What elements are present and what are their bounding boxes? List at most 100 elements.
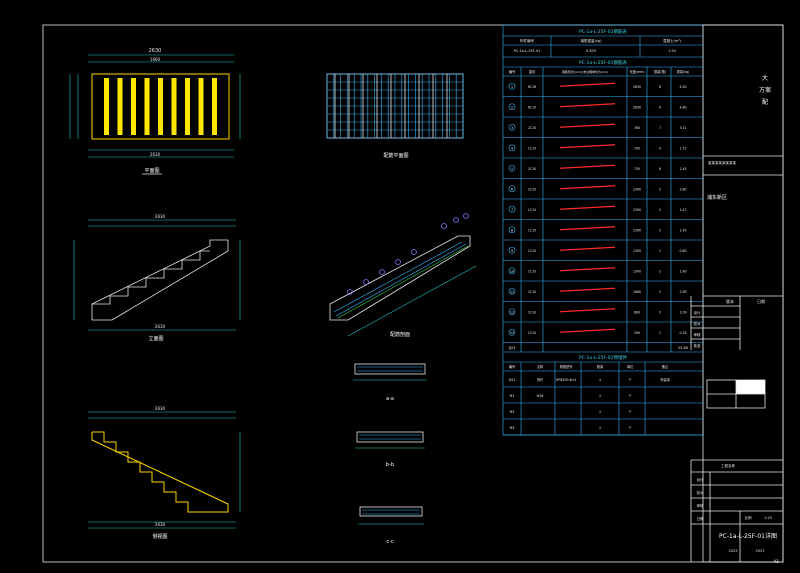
sig-row-label: 日期 bbox=[697, 516, 705, 521]
rebar-plan-view: 配筋平面图 bbox=[326, 73, 464, 159]
parts-cell: 个 bbox=[628, 410, 632, 414]
rebar-shape bbox=[559, 308, 616, 313]
section-a-title: a-a bbox=[386, 396, 394, 402]
schedule-row-bubble bbox=[508, 205, 516, 213]
rev-header-version: 版本 bbox=[726, 298, 734, 304]
schedule-h2-1: 直径 bbox=[529, 69, 536, 74]
schedule-r1-1: 0.629 bbox=[586, 49, 596, 53]
rebar-callout-bubble bbox=[395, 259, 401, 265]
section-c: c-c bbox=[358, 506, 424, 545]
schedule-cell-wt: 1.47 bbox=[679, 208, 686, 212]
plan-tread-bar bbox=[171, 78, 177, 135]
company-name-a: 大 bbox=[762, 74, 768, 82]
schedule-h2-4: 数量(根) bbox=[654, 69, 666, 74]
schedule-header-2: 编号 直径 钢筋形状(mm)(未注明单位为mm) 长度(mm) 数量(根) 重量… bbox=[509, 69, 690, 74]
schedule-cell-wt: 2.45 bbox=[679, 167, 686, 171]
schedule-h2-2: 钢筋形状(mm)(未注明单位为mm) bbox=[562, 69, 608, 74]
schedule-total-row: 合计 25.86 bbox=[509, 345, 689, 350]
schedule-cell-no: 11 bbox=[510, 290, 514, 294]
schedule-total-value: 25.86 bbox=[678, 346, 688, 350]
rev-header-date: 日期 bbox=[757, 298, 765, 304]
schedule-cell-wt: 4.80 bbox=[679, 105, 686, 109]
parts-header-cell: 规格型号 bbox=[560, 364, 573, 369]
schedule-row-bubble bbox=[508, 164, 516, 172]
company-name-b: 方案 bbox=[759, 86, 771, 94]
schedule-cell-wt: 1.60 bbox=[679, 269, 686, 273]
rebar-shape bbox=[559, 185, 616, 190]
rev-row-label: 校对 bbox=[694, 321, 702, 326]
schedule-cell-len: 1300 bbox=[633, 269, 641, 273]
schedule-cell-wt: 2.80 bbox=[679, 187, 686, 191]
elevation-title: 立面图 bbox=[148, 335, 163, 342]
sheet-border bbox=[42, 24, 784, 563]
schedule-cell-d: 2C10 bbox=[528, 167, 536, 171]
scale-value: 1:25 bbox=[764, 516, 772, 520]
plan-tread-bar bbox=[117, 78, 123, 135]
rebar-callout-bubble bbox=[441, 223, 447, 229]
parts-cell: DS1 bbox=[509, 378, 516, 382]
rebar-shape bbox=[559, 287, 616, 292]
schedule-cell-d: 2C10 bbox=[528, 126, 536, 130]
plan-tread-bar bbox=[198, 78, 204, 135]
schedule-cell-qty: 4 bbox=[659, 146, 661, 150]
plan-tread-bar bbox=[104, 78, 109, 135]
rebar-elev-callouts bbox=[347, 213, 469, 295]
rebar-shape bbox=[559, 123, 616, 128]
rebar-callout-bubble bbox=[379, 269, 385, 275]
plan-yellow-bars bbox=[104, 78, 217, 135]
schedule-r1-2: 1.54 bbox=[668, 49, 677, 53]
rebar-callout-bubble bbox=[363, 279, 369, 285]
schedule-cell-qty: 2 bbox=[659, 269, 661, 273]
project-note: 某某某某某某某某 bbox=[708, 160, 736, 165]
section-b-title: b-b bbox=[386, 462, 394, 468]
parts-cell: 个 bbox=[628, 394, 632, 398]
schedule-cell-len: 700 bbox=[634, 146, 640, 150]
schedule-cell-len: 890 bbox=[634, 310, 640, 314]
schedule-row-bubble bbox=[508, 287, 516, 295]
elevation-view: 2630 2630 立面图 bbox=[73, 214, 241, 342]
side-view: 2630 2630 侧视图 bbox=[88, 406, 241, 540]
plan-title: 平面图 bbox=[144, 168, 159, 174]
schedule-cell-no: 5 bbox=[511, 167, 513, 171]
schedule-cell-wt: 1.09 bbox=[679, 310, 686, 314]
schedule-cell-len: 730 bbox=[634, 167, 640, 171]
schedule-cell-len: 2390 bbox=[633, 187, 641, 191]
rebar-shape bbox=[559, 205, 616, 210]
company-name-c: 配 bbox=[762, 99, 768, 106]
schedule-cell-no: 3 bbox=[511, 126, 513, 130]
schedule-cell-qty: 1 bbox=[659, 331, 661, 335]
schedule-cell-d: 1C10 bbox=[528, 331, 536, 335]
plan-dim-bottom: 2630 bbox=[150, 152, 161, 157]
rev-row-label: 批准 bbox=[694, 343, 702, 348]
schedule-cell-d: 6C10 bbox=[528, 105, 536, 109]
schedule-cell-len: 290 bbox=[634, 331, 640, 335]
schedule-row-bubble bbox=[508, 144, 516, 152]
schedule-cell-wt: 0.80 bbox=[679, 249, 686, 253]
schedule-cell-len: 2390 bbox=[633, 228, 641, 232]
schedule-cell-no: 12 bbox=[510, 310, 514, 314]
rebar-schedule: PC-1a-L-25F-01钢筋表 构件编号 钢筋重量(kg) 混凝土(m³) … bbox=[502, 24, 704, 436]
schedule-cell-qty: 9 bbox=[659, 105, 661, 109]
schedule-cell-d: 1C10 bbox=[528, 269, 536, 273]
schedule-cell-qty: 1 bbox=[659, 249, 661, 253]
schedule-cell-qty: 2 bbox=[659, 310, 661, 314]
plan-tread-bar bbox=[131, 78, 136, 135]
schedule-row-bubble bbox=[508, 103, 516, 111]
schedule-row-bubble bbox=[508, 185, 516, 193]
schedule-cell-no: 1 bbox=[511, 85, 513, 89]
parts-header-cell: 备注 bbox=[662, 364, 669, 369]
rebar-shape bbox=[559, 164, 616, 169]
rebar-shape bbox=[559, 144, 616, 149]
date-1: 2023 bbox=[729, 549, 738, 553]
side-title: 侧视图 bbox=[152, 533, 167, 540]
schedule-row-bubble bbox=[508, 328, 516, 336]
plan-tread-bar bbox=[212, 78, 217, 135]
schedule-cell-d: 1C10 bbox=[528, 146, 536, 150]
schedule-cell-len: 2630 bbox=[633, 105, 641, 109]
schedule-cell-qty: 2 bbox=[659, 228, 661, 232]
schedule-cell-len: 1860 bbox=[633, 290, 641, 294]
